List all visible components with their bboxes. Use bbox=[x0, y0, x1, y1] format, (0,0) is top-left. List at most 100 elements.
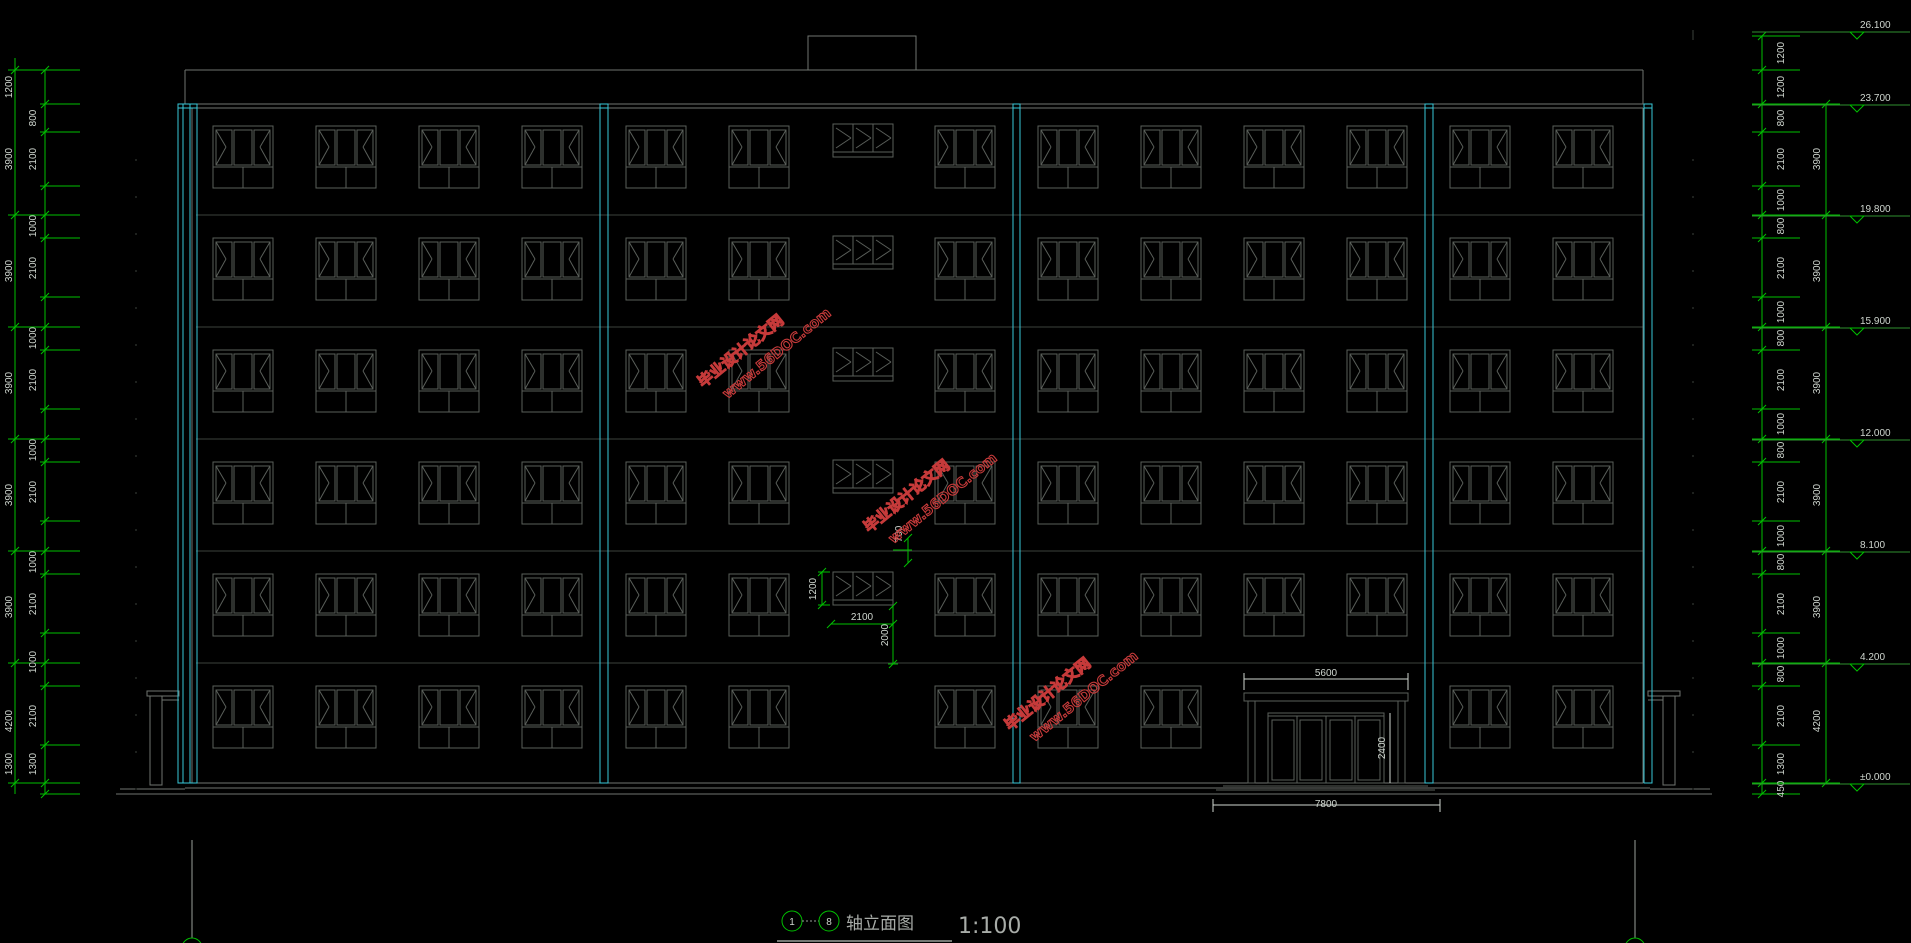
window-open-mark bbox=[465, 241, 477, 260]
column bbox=[599, 103, 609, 784]
window-fixed-pane bbox=[542, 689, 562, 726]
window-sash-right bbox=[1490, 689, 1508, 726]
window-open-mark bbox=[1496, 241, 1508, 260]
window bbox=[1346, 461, 1408, 525]
window-fixed-pane bbox=[955, 689, 975, 726]
window-open-mark bbox=[628, 465, 640, 484]
window-open-mark bbox=[362, 482, 374, 502]
window-open-mark bbox=[1246, 146, 1258, 166]
window-sash-left bbox=[318, 465, 336, 502]
window-fixed-pane bbox=[955, 129, 975, 166]
window-sash-right bbox=[1181, 241, 1199, 278]
window-open-mark bbox=[421, 146, 433, 166]
window bbox=[1449, 461, 1511, 525]
window-open-mark bbox=[524, 258, 536, 278]
window bbox=[1037, 349, 1099, 413]
window-open-mark bbox=[465, 594, 477, 614]
window-sash-right bbox=[459, 241, 477, 278]
window-open-mark bbox=[1290, 594, 1302, 614]
window-open-mark bbox=[672, 353, 684, 372]
axis-grid-lines bbox=[182, 840, 1645, 943]
stair-window-open-mark bbox=[855, 473, 872, 485]
window-open-mark bbox=[465, 129, 477, 148]
window-open-mark bbox=[1084, 594, 1096, 614]
left-dim-label: 1000 bbox=[28, 214, 39, 237]
window-open-mark bbox=[1393, 129, 1405, 148]
window-open-mark bbox=[1555, 241, 1567, 260]
window-sash-left bbox=[937, 577, 955, 614]
window bbox=[1037, 125, 1099, 189]
window-open-mark bbox=[937, 482, 949, 502]
window bbox=[212, 349, 274, 413]
window-open-mark bbox=[981, 258, 993, 278]
window-open-mark bbox=[259, 146, 271, 166]
window-open-mark bbox=[362, 465, 374, 484]
window-open-mark bbox=[775, 129, 787, 148]
window-sash-left bbox=[628, 689, 646, 726]
window-sash-left bbox=[731, 577, 749, 614]
window-open-mark bbox=[981, 146, 993, 166]
window-open-mark bbox=[1040, 353, 1052, 372]
window-open-mark bbox=[1040, 577, 1052, 596]
window bbox=[1552, 237, 1614, 301]
window-open-mark bbox=[1599, 241, 1611, 260]
window bbox=[1140, 461, 1202, 525]
window bbox=[1140, 573, 1202, 637]
dimension-tick bbox=[1757, 789, 1767, 799]
window-open-mark bbox=[362, 577, 374, 596]
window-open-mark bbox=[937, 353, 949, 372]
right-dim-fine-label: 1200 bbox=[1776, 41, 1787, 64]
right-dim-fine-label: 1000 bbox=[1776, 412, 1787, 435]
window bbox=[315, 237, 377, 301]
window-sash-left bbox=[1452, 465, 1470, 502]
window-open-mark bbox=[465, 482, 477, 502]
window-sash-right bbox=[253, 689, 271, 726]
level-triangle bbox=[1848, 215, 1866, 224]
window-open-mark bbox=[1040, 241, 1052, 260]
left-dim-label: 3900 bbox=[4, 595, 15, 618]
window-sash-right bbox=[1078, 129, 1096, 166]
axis-bubble-end bbox=[818, 910, 840, 932]
window-open-mark bbox=[731, 258, 743, 278]
stair-window-open-mark bbox=[855, 463, 872, 475]
window-sash-right bbox=[1593, 689, 1611, 726]
window bbox=[315, 685, 377, 749]
stair-window-open-mark bbox=[835, 463, 852, 475]
window-fixed-pane bbox=[646, 353, 666, 390]
dimension-tick bbox=[10, 210, 20, 220]
window-open-mark bbox=[318, 594, 330, 614]
window-sash-left bbox=[1349, 577, 1367, 614]
window-open-mark bbox=[465, 258, 477, 278]
window-sash-right bbox=[562, 353, 580, 390]
window-sash-right bbox=[1181, 465, 1199, 502]
dimension-tick bbox=[1757, 181, 1767, 191]
window-open-mark bbox=[1040, 594, 1052, 614]
window bbox=[1449, 125, 1511, 189]
window-fixed-pane bbox=[646, 577, 666, 614]
dimension-tick bbox=[888, 601, 898, 611]
dimension-tick bbox=[1821, 658, 1831, 668]
window-sash-left bbox=[421, 241, 439, 278]
window-open-mark bbox=[1290, 241, 1302, 260]
window-sash-left bbox=[937, 241, 955, 278]
window bbox=[1243, 349, 1305, 413]
window-open-mark bbox=[421, 482, 433, 502]
window-sash-left bbox=[215, 689, 233, 726]
window-open-mark bbox=[524, 129, 536, 148]
window-open-mark bbox=[1393, 482, 1405, 502]
window-sash-right bbox=[459, 577, 477, 614]
window-open-mark bbox=[628, 258, 640, 278]
dimension-tick bbox=[1757, 65, 1767, 75]
window-open-mark bbox=[1246, 258, 1258, 278]
window-fixed-pane bbox=[1367, 241, 1387, 278]
window-sash-left bbox=[318, 241, 336, 278]
window-sash-left bbox=[628, 353, 646, 390]
window-open-mark bbox=[1496, 689, 1508, 708]
window-sash-left bbox=[1555, 577, 1573, 614]
window-open-mark bbox=[1349, 465, 1361, 484]
window bbox=[521, 349, 583, 413]
window-sash-left bbox=[1143, 129, 1161, 166]
stair-window-open-mark bbox=[875, 585, 892, 597]
window bbox=[418, 125, 480, 189]
